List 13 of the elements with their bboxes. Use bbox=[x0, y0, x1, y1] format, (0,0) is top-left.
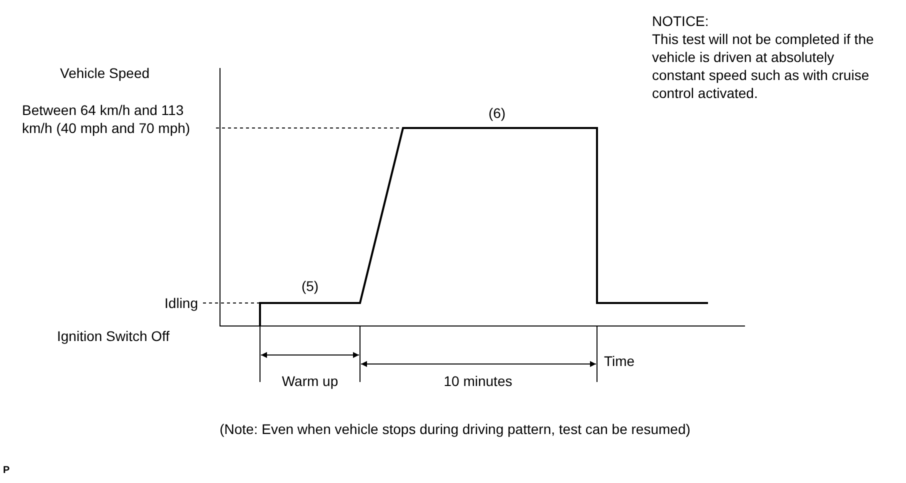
level-label: Idling bbox=[164, 294, 198, 312]
step-label: (6) bbox=[487, 104, 507, 122]
axis-label: Time bbox=[604, 352, 636, 370]
step-label: (5) bbox=[300, 277, 320, 295]
note-text: (Note: Even when vehicle stops during driving pattern, test can be resumed) bbox=[218, 420, 692, 438]
level-label: Ignition Switch Off bbox=[57, 327, 171, 345]
notice-text: This test will not be completed if the vehicle is driven at absolutely constant speed such as with cruise control activated. bbox=[652, 30, 875, 102]
figure-code: P bbox=[3, 464, 11, 478]
duration-label: Warm up bbox=[280, 372, 340, 390]
notice-heading: NOTICE: bbox=[652, 12, 710, 30]
axis-label: Vehicle Speed bbox=[60, 64, 151, 82]
duration-label: 10 minutes bbox=[442, 372, 514, 390]
speed-range-label: Between 64 km/h and 113 km/h (40 mph and 70 mph) bbox=[22, 101, 192, 137]
